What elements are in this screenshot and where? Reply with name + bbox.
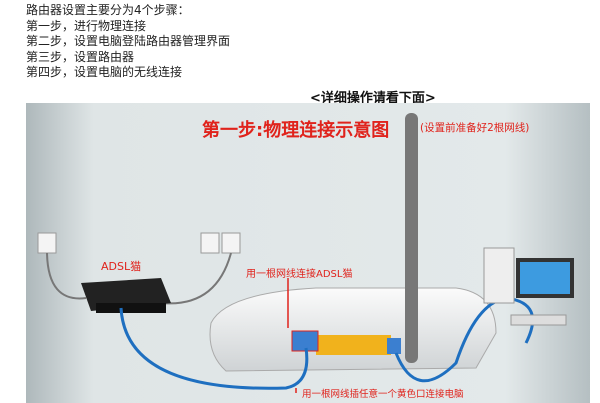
wall-socket [37, 232, 57, 254]
connection-diagram: 第一步:物理连接示意图 (设置前准备好2根网线) ADSL猫 用一根网线连接AD… [26, 103, 590, 403]
details-link[interactable]: <详细操作请看下面> [310, 91, 436, 106]
step-1: 第一步，进行物理连接 [26, 18, 147, 33]
wan-port [291, 330, 319, 352]
intro-text: 路由器设置主要分为4个步骤： 第一步，进行物理连接 第二步，设置电脑登陆路由器管… [26, 3, 230, 81]
step-4: 第四步，设置电脑的无线连接 [26, 65, 183, 79]
modem-cable-label: 用一根网线连接ADSL猫 [246, 269, 353, 280]
lan-ports [316, 335, 391, 355]
pc-cable-label: 用一根网线插任意一个黄色口连接电脑 [302, 389, 464, 400]
step-2: 第二步，设置电脑登陆路由器管理界面 [26, 34, 231, 48]
pc-tower [483, 247, 515, 304]
modem-label: ADSL猫 [101, 260, 142, 273]
diagram-note: (设置前准备好2根网线) [420, 122, 530, 134]
pc-cable [394, 296, 535, 383]
router [209, 287, 497, 372]
diagram-title: 第一步:物理连接示意图 [202, 120, 390, 141]
diagram-illustration [26, 103, 590, 403]
adsl-modem [81, 278, 171, 311]
antenna [405, 113, 418, 363]
keyboard [510, 314, 567, 326]
modem-cable [119, 307, 309, 390]
intro-heading: 路由器设置主要分为4个步骤： [26, 3, 190, 17]
step-3: 第三步，设置路由器 [26, 49, 135, 64]
